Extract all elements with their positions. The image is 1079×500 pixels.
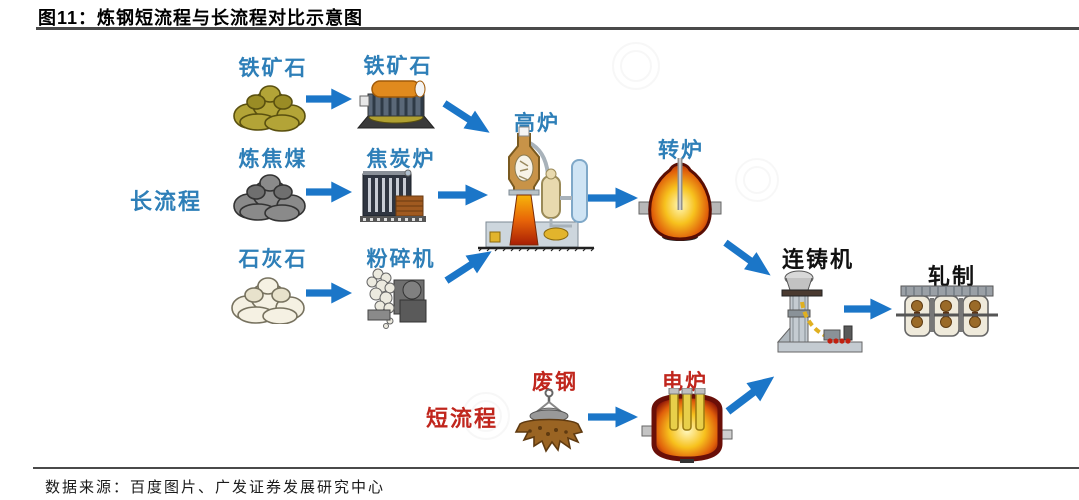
long-process-label: 长流程	[130, 189, 203, 214]
iron-ore-pile-icon	[233, 85, 306, 132]
limestone-label: 石灰石	[238, 247, 308, 271]
scrap-steel-magnet-icon	[514, 388, 584, 453]
sintered-ore-label: 铁矿石	[363, 54, 433, 78]
watermark-logo	[735, 158, 779, 202]
electric-arc-furnace-icon	[641, 388, 733, 463]
arrow-scrap-to-electric-furnace	[588, 406, 638, 428]
crusher-icon	[366, 268, 427, 329]
converter-icon	[638, 158, 722, 241]
continuous-caster-label: 连铸机	[781, 247, 854, 272]
watermark-logo	[612, 42, 660, 90]
figure-title: 图11：炼钢短流程与长流程对比示意图	[38, 8, 364, 28]
coke-oven-icon	[360, 169, 426, 222]
limestone-pile-icon	[231, 277, 305, 324]
coke-oven-label: 焦炭炉	[366, 147, 436, 171]
iron-ore-label: 铁矿石	[238, 56, 308, 80]
watermark-logo	[462, 392, 510, 440]
blast-furnace-icon	[478, 126, 595, 252]
sintering-machine-icon	[356, 80, 436, 129]
bottom-divider	[33, 467, 1079, 469]
continuous-caster-icon	[776, 270, 863, 353]
short-process-label: 短流程	[426, 406, 499, 431]
crusher-label: 粉碎机	[366, 247, 436, 271]
top-divider	[36, 27, 1079, 30]
rolling-mill-icon	[896, 285, 998, 337]
data-source-note: 数据来源：百度图片、广发证券发展研究中心	[45, 480, 386, 496]
scrap-steel-label: 废钢	[532, 370, 578, 394]
rolling-mill-label: 轧制	[927, 264, 976, 289]
coking-coal-pile-icon	[233, 174, 306, 222]
coking-coal-label: 炼焦煤	[238, 147, 308, 171]
